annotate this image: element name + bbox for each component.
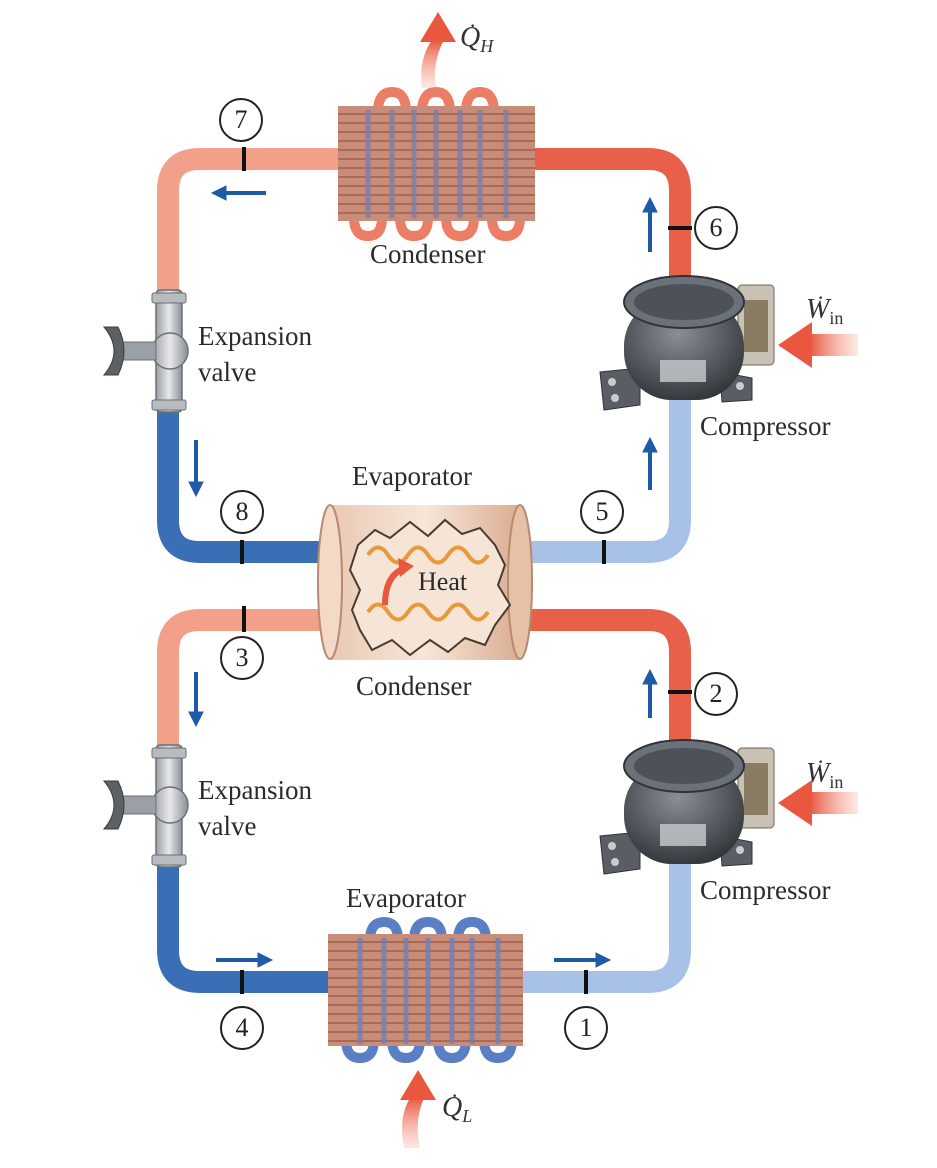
top-cycle-pipes	[157, 148, 691, 563]
heat-exchanger-cylinder	[317, 504, 533, 660]
pipe-4-to-evaporator	[157, 862, 330, 993]
flow-arrow-up-6	[642, 196, 658, 252]
expansion-valve-top	[102, 289, 189, 413]
pipe-7-to-valve	[157, 148, 340, 300]
flow-arrow-up-5	[642, 436, 658, 490]
state-point-5: 5	[580, 490, 624, 534]
expansion-valve-bottom	[102, 744, 189, 868]
heat-label: Heat	[418, 567, 468, 596]
compressor-bottom-label: Compressor	[700, 875, 831, 905]
bottom-evaporator	[328, 916, 523, 1064]
w-in-top-label: ·Win	[806, 285, 844, 328]
top-evaporator-label: Evaporator	[352, 461, 472, 491]
q-low-arrow	[400, 1070, 436, 1148]
compressor-top	[599, 275, 775, 411]
expansion-valve-bottom-label: Expansion valve	[198, 775, 312, 842]
state-point-3: 3	[220, 636, 264, 680]
state-point-6: 6	[694, 206, 738, 250]
pipe-8-to-evaporator	[157, 400, 335, 563]
q-high-arrow	[420, 12, 456, 88]
q-low-label: ·QL	[442, 1083, 473, 1126]
compressor-bottom	[599, 739, 775, 875]
flow-arrow-right-1	[554, 952, 612, 968]
pipe-2-to-condenser	[520, 609, 691, 745]
top-condenser	[338, 86, 535, 242]
flow-arrow-up-2	[642, 668, 658, 718]
bottom-cycle-pipes	[157, 609, 691, 993]
flow-arrow-down-8	[188, 440, 204, 498]
q-high-label: ·QH	[460, 13, 494, 56]
flow-arrow-left-top	[210, 185, 266, 201]
flow-arrow-down-3	[188, 672, 204, 728]
expansion-valve-top-label: Expansion valve	[198, 321, 312, 388]
w-in-arrow-bottom	[778, 780, 858, 826]
bottom-evaporator-label: Evaporator	[346, 883, 466, 913]
flow-arrow-right-4	[216, 952, 274, 968]
flow-arrows	[188, 185, 658, 968]
pipe-6-to-condenser	[535, 148, 691, 280]
state-point-2: 2	[694, 672, 738, 716]
state-point-7: 7	[219, 98, 263, 142]
state-ticks	[240, 147, 692, 994]
w-in-bottom-label: ·Win	[806, 749, 844, 792]
pipe-3-to-valve	[157, 609, 335, 750]
pipe-1-to-compressor	[520, 860, 691, 993]
pipe-5-to-compressor	[520, 395, 691, 563]
top-condenser-label: Condenser	[370, 239, 486, 269]
w-in-arrow-top	[778, 322, 858, 368]
state-point-1: 1	[564, 1006, 608, 1050]
middle-condenser-label: Condenser	[356, 671, 472, 701]
state-point-8: 8	[220, 490, 264, 534]
state-point-4: 4	[220, 1006, 264, 1050]
compressor-top-label: Compressor	[700, 411, 831, 441]
